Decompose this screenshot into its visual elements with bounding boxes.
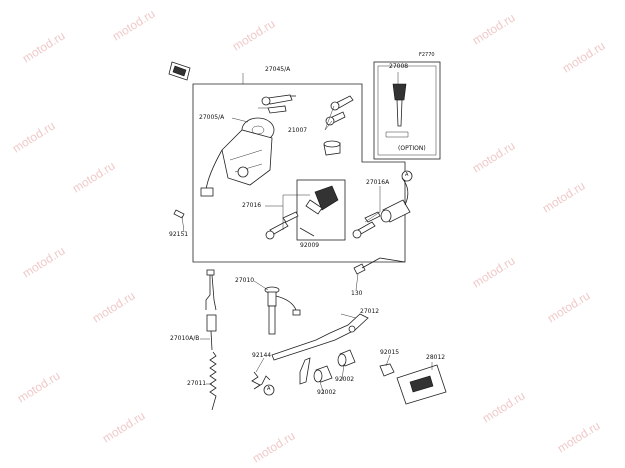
spring-92144-drawing [251,371,271,390]
assembly-frame-27045 [192,83,406,263]
option-frame-inner [377,65,437,156]
label-92151: 92151 [169,231,189,238]
ref-a-top-label: A [405,172,409,178]
spring-27011-drawing [209,351,217,411]
ignition-switch-drawing [200,94,296,197]
label-92144: 92144 [252,352,272,359]
label-27010: 27010 [235,277,255,284]
plate-28012-drawing [396,364,447,405]
bracket-27012-drawing [271,313,369,385]
label-92015: 92015 [380,349,400,356]
seat-lock-drawing [352,177,411,239]
leader-lines [181,72,433,395]
label-27016a: 27016A [366,179,390,186]
ref-marker-a-top [401,170,413,182]
label-130: 130 [351,290,363,297]
front-direction-badge [168,61,191,81]
label-27045: 27045/A [265,66,291,73]
lock-set-drawing [265,185,339,240]
diagram-code: F2770 [419,52,435,58]
bolt-130-drawing [353,257,406,275]
label-27011: 27011 [187,380,207,387]
label-27010ab: 27010A/B [170,335,200,342]
screw-92151-drawing [173,209,185,219]
label-27012: 27012 [360,308,380,315]
label-27005: 27005/A [199,114,225,121]
ref-marker-a-bottom [263,384,275,396]
spacer-92002-second-drawing [313,365,333,383]
key-blank-drawing [385,83,409,138]
label-92002-lower: 92002 [317,389,337,396]
switch-27010-drawing [264,286,301,335]
ref-a-bottom-label: A [267,386,271,392]
label-21007: 21007 [288,127,308,134]
label-27016: 27016 [242,202,262,209]
switch-27010ab-drawing [205,269,217,351]
option-frame [373,61,441,160]
label-92002-upper: 92002 [335,376,355,383]
nut-92015-drawing [379,363,395,377]
label-92009: 92009 [300,242,320,249]
lock-set-frame [296,179,346,241]
option-label: (OPTION) [398,145,426,152]
label-27008: 27008 [389,63,409,70]
label-28012: 28012 [426,354,446,361]
spacer-92002-drawing [337,349,356,367]
